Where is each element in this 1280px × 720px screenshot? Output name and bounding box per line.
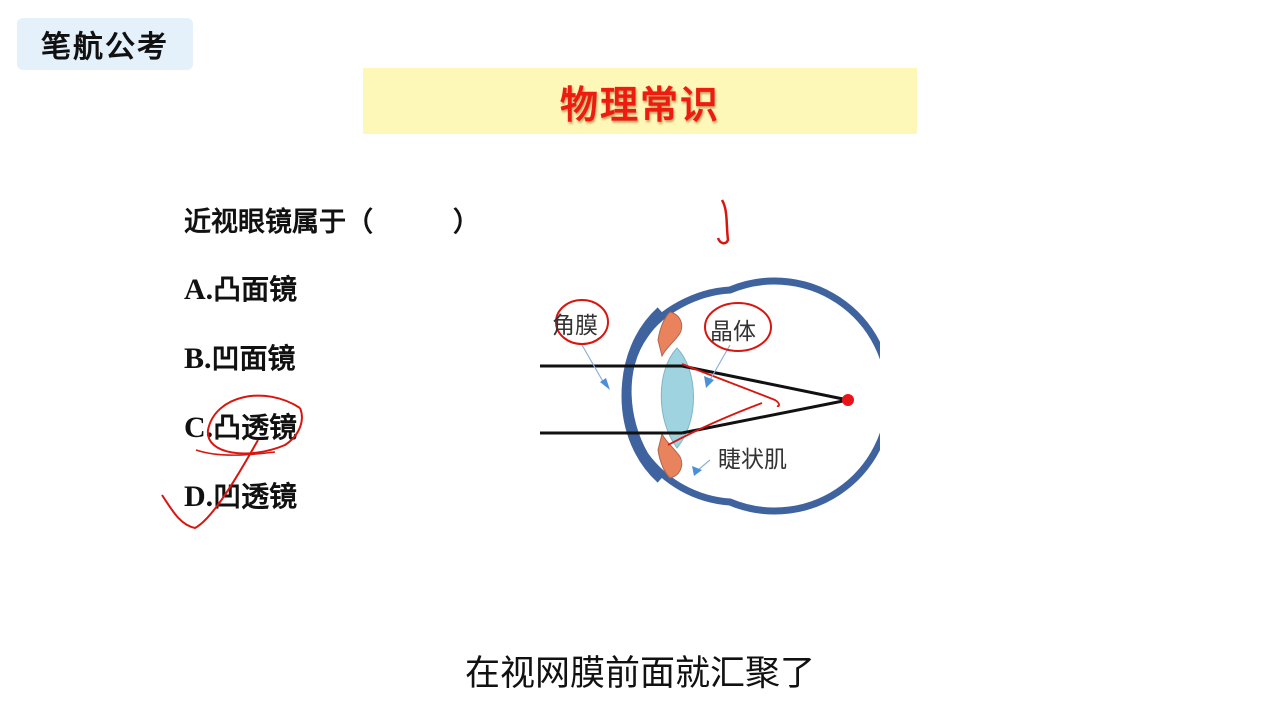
option-b: B.凹面镜: [184, 337, 296, 377]
question-stem: 近视眼镜属于（ ）: [184, 200, 480, 239]
option-d: D.凹透镜: [184, 475, 297, 515]
option-letter: A.: [184, 273, 214, 306]
label-lens: 晶体: [710, 319, 756, 345]
question-stem-close: ）: [453, 207, 480, 238]
brand-logo: 笔航公考: [17, 18, 193, 70]
check-mark-icon: [161, 439, 259, 530]
slide-title-banner: 物理常识: [363, 68, 917, 134]
option-text: 凸透镜: [213, 411, 298, 444]
option-text: 凹面镜: [211, 342, 296, 375]
label-ciliary-muscle: 睫状肌: [718, 447, 787, 473]
option-text: 凹透镜: [213, 480, 298, 513]
option-letter: B.: [184, 342, 212, 375]
video-subtitle: 在视网膜前面就汇聚了: [464, 654, 815, 694]
slide-title: 物理常识: [559, 82, 720, 127]
eye-diagram-graphic: [540, 277, 894, 515]
option-text: 凸面镜: [213, 273, 298, 306]
brand-logo-text: 笔航公考: [41, 30, 169, 65]
eye-diagram: 角膜 晶体 睫状肌: [530, 270, 894, 520]
circle-annotation-option-c: [206, 394, 303, 455]
down-arrow-annotation: [716, 199, 730, 245]
label-cornea: 角膜: [552, 313, 598, 339]
option-letter: D.: [184, 480, 214, 513]
question-stem-text: 近视眼镜属于（: [184, 207, 373, 238]
option-a: A.凸面镜: [184, 268, 297, 308]
